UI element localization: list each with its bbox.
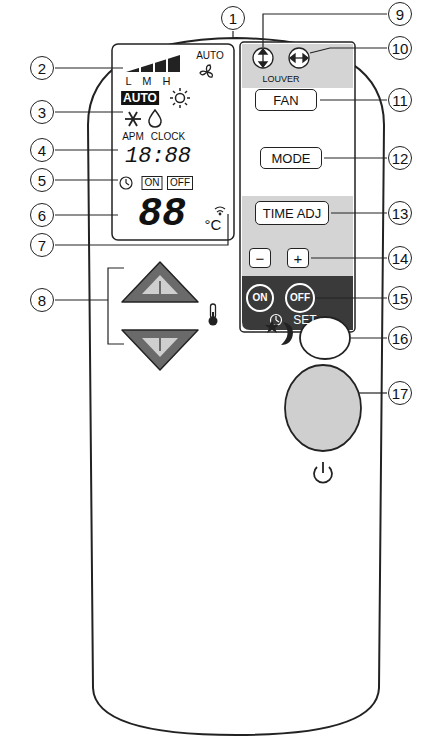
callout-number: 7 bbox=[30, 233, 54, 257]
plus-button: + bbox=[287, 248, 309, 268]
minus-button: − bbox=[249, 248, 271, 268]
time-adjust-button: TIME ADJ bbox=[255, 201, 329, 225]
fan-button: FAN bbox=[255, 89, 317, 111]
mode-button: MODE bbox=[260, 147, 322, 169]
button-text: ON bbox=[253, 293, 268, 303]
button-text: + bbox=[294, 251, 303, 266]
callout-number: 4 bbox=[30, 138, 54, 162]
louver-label: LOUVER bbox=[262, 75, 299, 84]
callout-number: 17 bbox=[388, 381, 412, 405]
clock-ampm: APM bbox=[122, 132, 144, 142]
set-label: SET bbox=[293, 314, 316, 326]
fan-speed-letters: L M H bbox=[126, 76, 175, 87]
button-text: TIME ADJ bbox=[263, 207, 322, 220]
timer-on-button: ON bbox=[246, 284, 274, 312]
callout-number: 3 bbox=[30, 100, 54, 124]
clock-digits: 18:88 bbox=[125, 146, 191, 168]
button-text: OFF bbox=[290, 293, 310, 303]
temperature-unit: °C bbox=[205, 217, 222, 232]
button-text: − bbox=[256, 251, 265, 266]
clock-indicator: CLOCK bbox=[151, 132, 185, 142]
timer-on-indicator: ON bbox=[142, 176, 163, 190]
callout-number: 15 bbox=[388, 286, 412, 310]
button-text: MODE bbox=[272, 152, 311, 165]
callout-number: 8 bbox=[30, 288, 54, 312]
callout-number: 16 bbox=[388, 326, 412, 350]
callout-number: 12 bbox=[388, 146, 412, 170]
callout-number: 6 bbox=[30, 203, 54, 227]
mode-auto-indicator: AUTO bbox=[121, 91, 159, 105]
temperature-digits: 88 bbox=[138, 195, 186, 235]
timer-off-button: OFF bbox=[285, 283, 315, 313]
callout-number: 10 bbox=[388, 36, 412, 60]
button-text: FAN bbox=[273, 94, 298, 107]
callout-number: 5 bbox=[30, 168, 54, 192]
callout-number: 1 bbox=[221, 6, 245, 30]
callout-number: 9 bbox=[388, 2, 412, 26]
timer-off-indicator: OFF bbox=[167, 176, 193, 190]
callout-number: 13 bbox=[388, 201, 412, 225]
callout-number: 11 bbox=[388, 88, 412, 112]
callout-number: 14 bbox=[388, 246, 412, 270]
fan-auto-indicator: AUTO bbox=[196, 51, 224, 61]
callout-number: 2 bbox=[30, 56, 54, 80]
